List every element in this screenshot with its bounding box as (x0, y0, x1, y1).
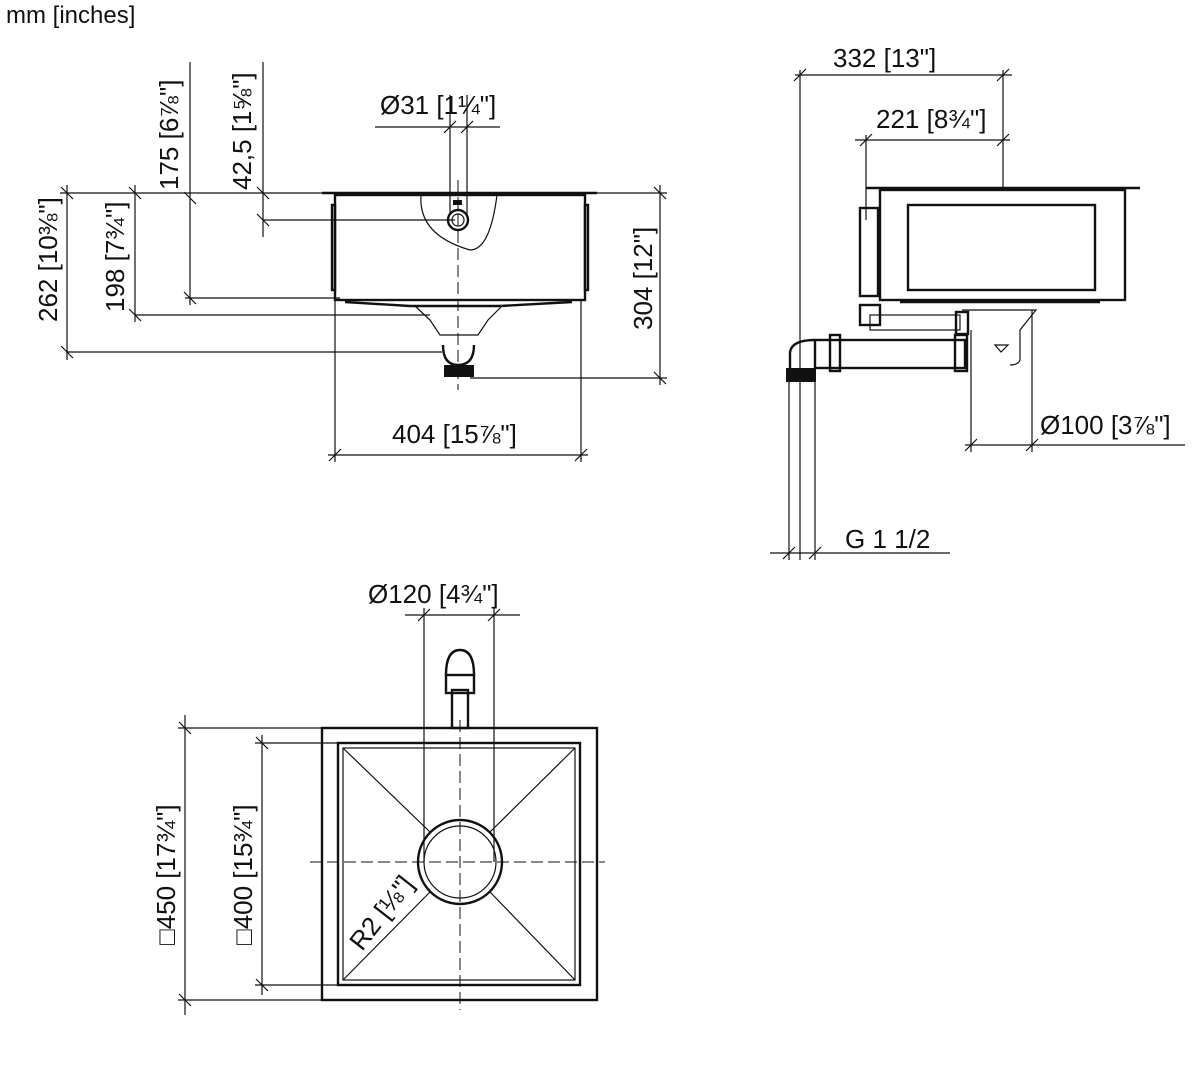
depth-332-dim: 332 [13"] (833, 43, 936, 73)
depth-221-dim: 221 [8¾"] (876, 104, 986, 134)
depth-198-dim: 198 [7¾"] (100, 202, 130, 312)
outer-450-dim: □450 [17¾"] (151, 804, 181, 945)
drain-120-dim: Ø120 [4¾"] (368, 579, 499, 609)
width-404-dim: 404 [15⅞"] (392, 419, 517, 449)
units-label: mm [inches] (6, 2, 136, 29)
thread-dim: G 1 1/2 (845, 524, 930, 554)
inner-400-dim: □400 [15¾"] (228, 804, 258, 945)
front-view: Ø31 [1¼"] 175 [6⅞"] 42,5 [1⅝"] 262 [10⅜"… (33, 62, 667, 462)
depth-175-dim: 175 [6⅞"] (154, 80, 184, 190)
height-304-dim: 304 [12"] (628, 227, 658, 330)
radius-dim: R2 [⅛"] (343, 870, 419, 956)
top-view: Ø120 [4¾"] □450 [17¾"] □400 [15¾"] R2 [⅛… (151, 579, 605, 1015)
overall-262-dim: 262 [10⅜"] (33, 197, 63, 322)
drain-100-dim: Ø100 [3⅞"] (1040, 410, 1171, 440)
side-view: 332 [13"] 221 [8¾"] Ø100 [3⅞"] G 1 1/2 (770, 43, 1185, 560)
faucet-hole-dim: Ø31 [1¼"] (380, 90, 496, 120)
hole-offset-dim: 42,5 [1⅝"] (227, 72, 257, 190)
